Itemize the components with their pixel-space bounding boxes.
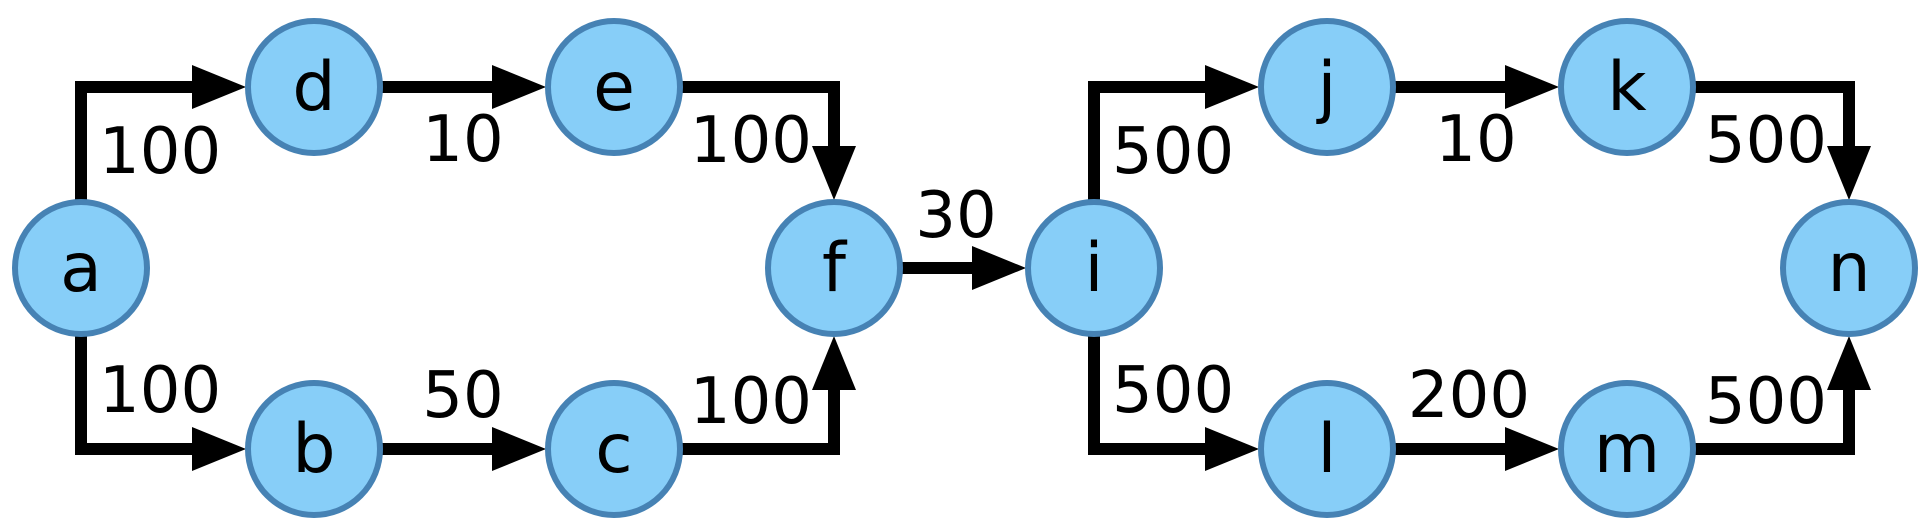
edge-c-f: 100 (680, 336, 856, 455)
arrowhead-icon (812, 146, 856, 200)
edge-i-l: 500 (1088, 334, 1259, 471)
edge-a-b: 100 (75, 334, 246, 471)
edge-line (680, 81, 840, 158)
edge-weight-label: 30 (915, 179, 996, 253)
arrowhead-icon (192, 427, 246, 471)
node-label: l (1318, 410, 1337, 489)
edge-j-k: 10 (1393, 65, 1559, 177)
node-circle (1258, 380, 1396, 518)
node-circle (245, 18, 383, 156)
edge-m-n: 500 (1693, 336, 1871, 455)
node-j: j (1258, 18, 1396, 156)
edge-line (680, 378, 840, 455)
node-m: m (1558, 380, 1696, 518)
edge-line (75, 334, 204, 455)
node-label: a (60, 229, 102, 308)
node-k: k (1558, 18, 1696, 156)
node-label: n (1827, 229, 1870, 308)
node-label: i (1085, 229, 1104, 308)
edge-d-e: 10 (380, 65, 546, 177)
node-b: b (245, 380, 383, 518)
edge-weight-label: 10 (422, 103, 503, 177)
edge-weight-label: 100 (690, 365, 812, 439)
node-label: d (292, 48, 335, 127)
edge-a-d: 100 (75, 65, 246, 202)
arrowhead-icon (1827, 146, 1871, 200)
arrowhead-icon (1505, 427, 1559, 471)
arrowhead-icon (812, 336, 856, 390)
arrowhead-icon (192, 65, 246, 109)
edge-weight-label: 500 (1112, 115, 1234, 189)
node-circle (1558, 18, 1696, 156)
edge-e-f: 100 (680, 81, 856, 200)
edge-line (1088, 334, 1217, 455)
node-l: l (1258, 380, 1396, 518)
node-e: e (545, 18, 683, 156)
node-circle (1258, 18, 1396, 156)
edge-weight-label: 100 (99, 354, 221, 428)
edge-weight-label: 500 (1112, 354, 1234, 428)
arrowhead-icon (492, 427, 546, 471)
node-label: f (822, 229, 848, 308)
edge-line (1088, 81, 1217, 202)
node-label: b (292, 410, 335, 489)
arrowhead-icon (1205, 427, 1259, 471)
edge-b-c: 50 (380, 359, 546, 471)
node-circle (245, 380, 383, 518)
node-circle (1025, 199, 1163, 337)
edge-line (1693, 378, 1855, 455)
arrowhead-icon (1505, 65, 1559, 109)
edge-weight-label: 500 (1705, 104, 1827, 178)
edge-weight-label: 100 (99, 115, 221, 189)
node-circle (1558, 380, 1696, 518)
arrowhead-icon (972, 246, 1026, 290)
node-circle (1780, 199, 1918, 337)
node-label: c (595, 410, 632, 489)
node-label: e (593, 48, 635, 127)
node-f: f (765, 199, 903, 337)
edge-f-i: 30 (900, 179, 1026, 290)
node-a: a (12, 199, 150, 337)
edge-weight-label: 100 (690, 104, 812, 178)
node-i: i (1025, 199, 1163, 337)
edge-l-m: 200 (1393, 359, 1559, 471)
edge-weight-label: 50 (422, 359, 503, 433)
arrowhead-icon (492, 65, 546, 109)
edge-line (1693, 81, 1855, 158)
edge-line (75, 81, 204, 202)
edge-weight-label: 500 (1705, 365, 1827, 439)
edge-weight-label: 10 (1435, 103, 1516, 177)
node-circle (765, 199, 903, 337)
node-circle (545, 380, 683, 518)
node-label: m (1594, 410, 1660, 489)
edge-k-n: 500 (1693, 81, 1871, 200)
arrowhead-icon (1827, 336, 1871, 390)
edge-weight-label: 200 (1408, 359, 1530, 433)
arrowhead-icon (1205, 65, 1259, 109)
node-n: n (1780, 199, 1918, 337)
node-circle (545, 18, 683, 156)
node-c: c (545, 380, 683, 518)
node-label: k (1607, 48, 1647, 127)
edge-i-j: 500 (1088, 65, 1259, 202)
node-d: d (245, 18, 383, 156)
node-label: j (1316, 48, 1337, 127)
node-circle (12, 199, 150, 337)
